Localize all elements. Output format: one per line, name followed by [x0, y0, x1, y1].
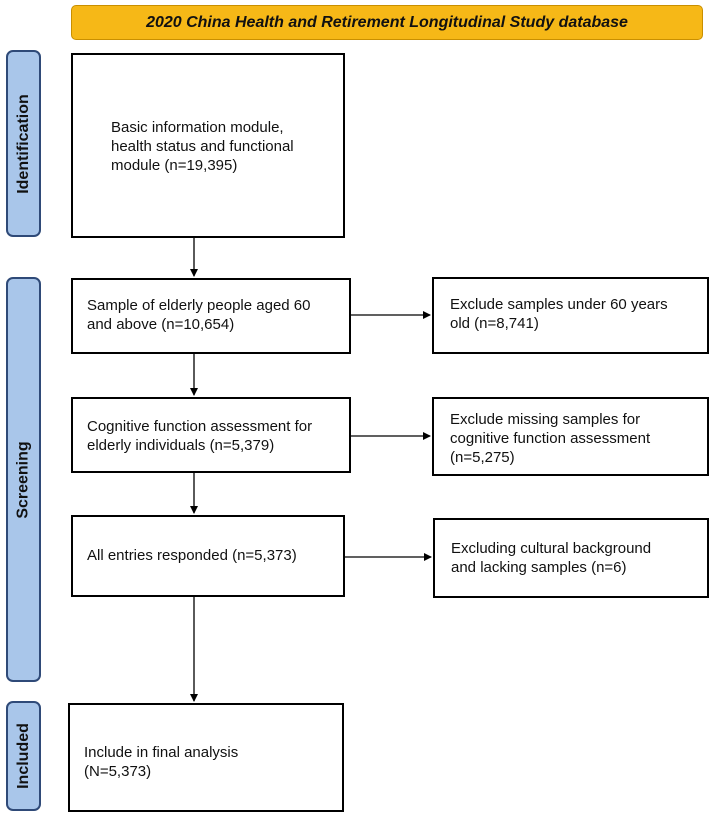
cognitive-assessment-line-2: elderly individuals (n=5,379) — [87, 437, 275, 454]
exclude-missing-line-1: Exclude missing samples for — [450, 411, 641, 428]
exclude-cultural-box: Excluding cultural background and lackin… — [433, 518, 709, 598]
database-title: 2020 China Health and Retirement Longitu… — [146, 13, 628, 31]
basic-information-line-1: Basic information module, — [111, 119, 284, 136]
basic-information-line-2: health status and functional — [111, 138, 294, 155]
exclude-missing-line-2: cognitive function assessment — [450, 430, 651, 447]
final-analysis-box: Include in final analysis (N=5,373) — [68, 703, 344, 812]
cognitive-assessment-box: Cognitive function assessment for elderl… — [71, 397, 351, 473]
final-analysis-text: Include in final analysis (N=5,373) — [84, 743, 324, 781]
basic-information-line-3: module (n=19,395) — [111, 157, 238, 174]
exclude-missing-line-3: (n=5,275) — [450, 449, 515, 466]
exclude-under-60-box: Exclude samples under 60 years old (n=8,… — [432, 277, 709, 354]
stage-included: Included — [6, 701, 41, 811]
elderly-sample-line-1: Sample of elderly people aged 60 — [87, 297, 311, 314]
elderly-sample-line-2: and above (n=10,654) — [87, 316, 235, 333]
basic-information-box: Basic information module, health status … — [71, 53, 345, 238]
exclude-under-60-line-1: Exclude samples under 60 years — [450, 296, 668, 313]
cognitive-assessment-line-1: Cognitive function assessment for — [87, 418, 313, 435]
exclude-under-60-text: Exclude samples under 60 years old (n=8,… — [450, 295, 696, 333]
stage-identification: Identification — [6, 50, 41, 237]
elderly-sample-text: Sample of elderly people aged 60 and abo… — [87, 296, 343, 334]
final-analysis-line-2: (N=5,373) — [84, 763, 152, 780]
all-responded-box: All entries responded (n=5,373) — [71, 515, 345, 597]
stage-screening: Screening — [6, 277, 41, 682]
exclude-cultural-text: Excluding cultural background and lackin… — [451, 539, 697, 577]
basic-information-text: Basic information module, health status … — [111, 118, 333, 175]
exclude-under-60-line-2: old (n=8,741) — [450, 315, 539, 332]
exclude-cultural-line-2: and lacking samples (n=6) — [451, 559, 627, 576]
all-responded-line-1: All entries responded (n=5,373) — [87, 547, 297, 564]
database-header: 2020 China Health and Retirement Longitu… — [71, 5, 703, 40]
exclude-missing-text: Exclude missing samples for cognitive fu… — [450, 410, 698, 467]
final-analysis-line-1: Include in final analysis — [84, 744, 239, 761]
cognitive-assessment-text: Cognitive function assessment for elderl… — [87, 417, 345, 455]
all-responded-text: All entries responded (n=5,373) — [87, 546, 337, 565]
exclude-missing-box: Exclude missing samples for cognitive fu… — [432, 397, 709, 476]
exclude-cultural-line-1: Excluding cultural background — [451, 540, 652, 557]
elderly-sample-box: Sample of elderly people aged 60 and abo… — [71, 278, 351, 354]
